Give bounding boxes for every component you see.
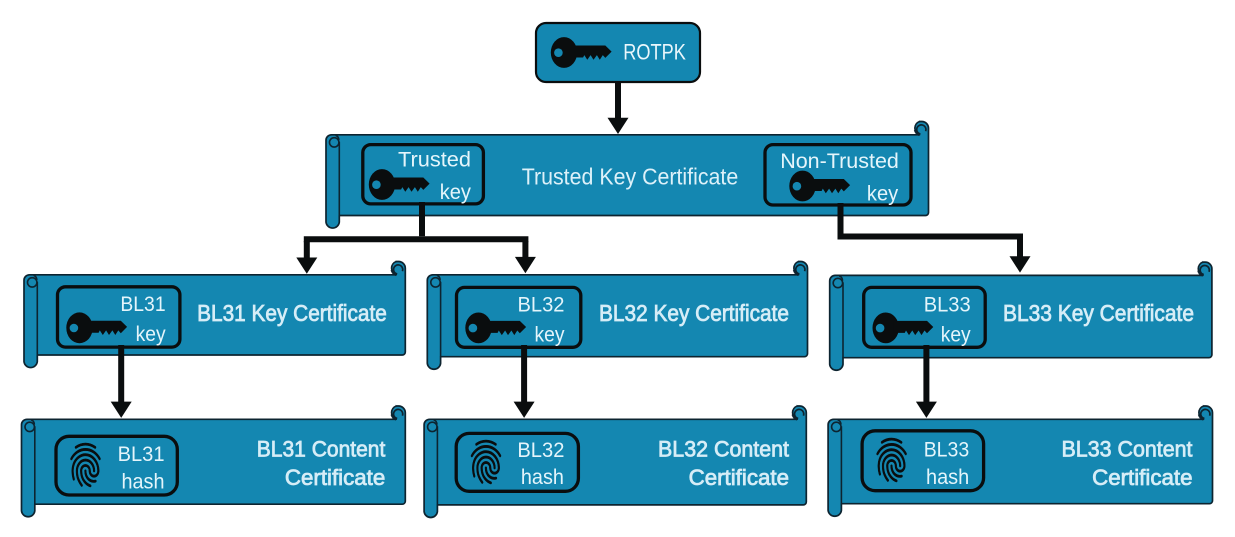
svg-text:BL31 Key Certificate: BL31 Key Certificate [197, 300, 387, 326]
svg-text:Certificate: Certificate [285, 465, 385, 490]
svg-text:Certificate: Certificate [1092, 465, 1192, 490]
svg-text:hash: hash [521, 465, 564, 489]
svg-text:BL33 Key Certificate: BL33 Key Certificate [1003, 300, 1194, 326]
svg-text:BL33 Content: BL33 Content [1062, 436, 1193, 461]
svg-text:Trusted Key Certificate: Trusted Key Certificate [522, 163, 739, 189]
svg-text:BL32 Key Certificate: BL32 Key Certificate [599, 300, 789, 326]
svg-text:Non-Trusted: Non-Trusted [780, 149, 899, 173]
svg-text:key: key [867, 182, 899, 206]
svg-text:hash: hash [122, 469, 165, 493]
svg-text:BL32: BL32 [518, 293, 565, 317]
svg-text:key: key [535, 323, 565, 347]
svg-text:hash: hash [926, 465, 969, 489]
svg-text:BL31 Content: BL31 Content [257, 436, 386, 461]
svg-text:BL32 Content: BL32 Content [658, 436, 789, 461]
svg-text:key: key [136, 322, 166, 346]
svg-text:Trusted: Trusted [398, 148, 471, 172]
svg-text:key: key [941, 323, 971, 347]
svg-text:BL33: BL33 [924, 293, 971, 317]
svg-text:key: key [440, 180, 472, 204]
svg-text:BL31: BL31 [118, 442, 165, 466]
svg-text:BL32: BL32 [517, 438, 564, 462]
svg-text:BL33: BL33 [924, 438, 970, 462]
svg-text:ROTPK: ROTPK [623, 39, 686, 64]
svg-text:BL31: BL31 [120, 292, 165, 316]
svg-text:Certificate: Certificate [689, 465, 789, 490]
